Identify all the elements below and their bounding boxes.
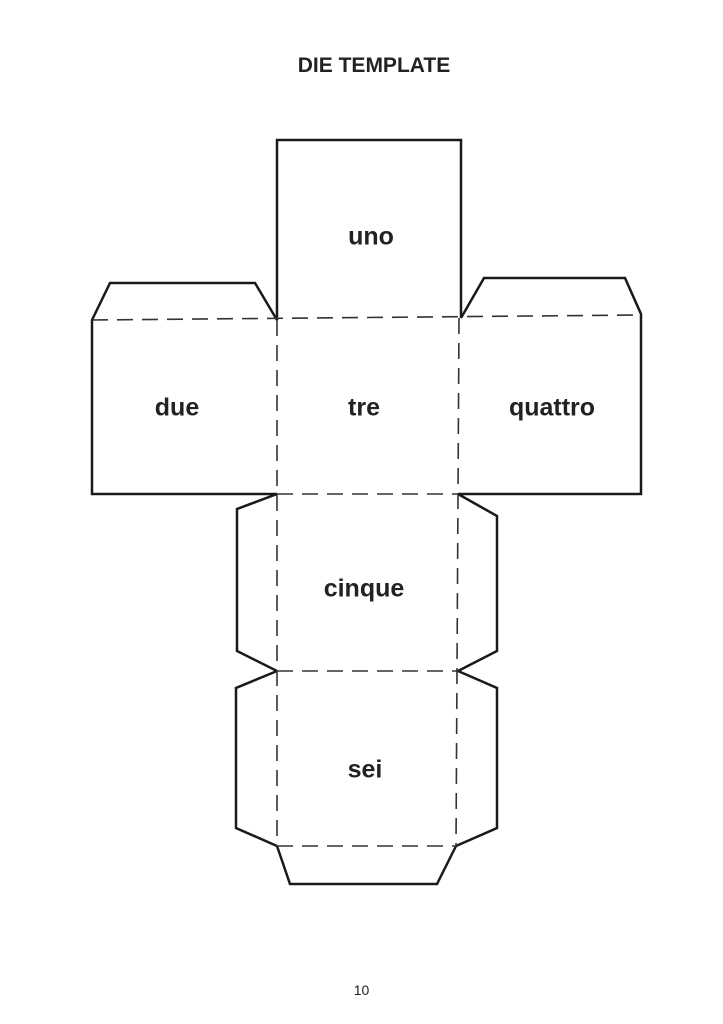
face-cinque-left-tab bbox=[235, 492, 278, 673]
face-label-uno: uno bbox=[348, 222, 394, 251]
face-sei-right-tab bbox=[455, 669, 499, 848]
face-uno-outline bbox=[275, 138, 463, 320]
bottom-flap bbox=[275, 845, 458, 886]
face-label-due: due bbox=[154, 393, 200, 422]
page-title: DIE TEMPLATE bbox=[297, 54, 451, 77]
page-number: 10 bbox=[353, 982, 370, 998]
cut-lines bbox=[90, 138, 643, 886]
fold-lines bbox=[91, 314, 642, 847]
face-cinque-right-tab bbox=[457, 492, 499, 673]
face-label-tre: tre bbox=[348, 393, 380, 422]
face-label-quattro: quattro bbox=[508, 393, 596, 422]
face-label-sei: sei bbox=[347, 755, 383, 784]
face-label-cinque: cinque bbox=[323, 574, 405, 603]
face-due-outline bbox=[90, 281, 279, 496]
face-sei-left-tab bbox=[234, 669, 278, 848]
face-quattro-outline bbox=[458, 276, 643, 496]
